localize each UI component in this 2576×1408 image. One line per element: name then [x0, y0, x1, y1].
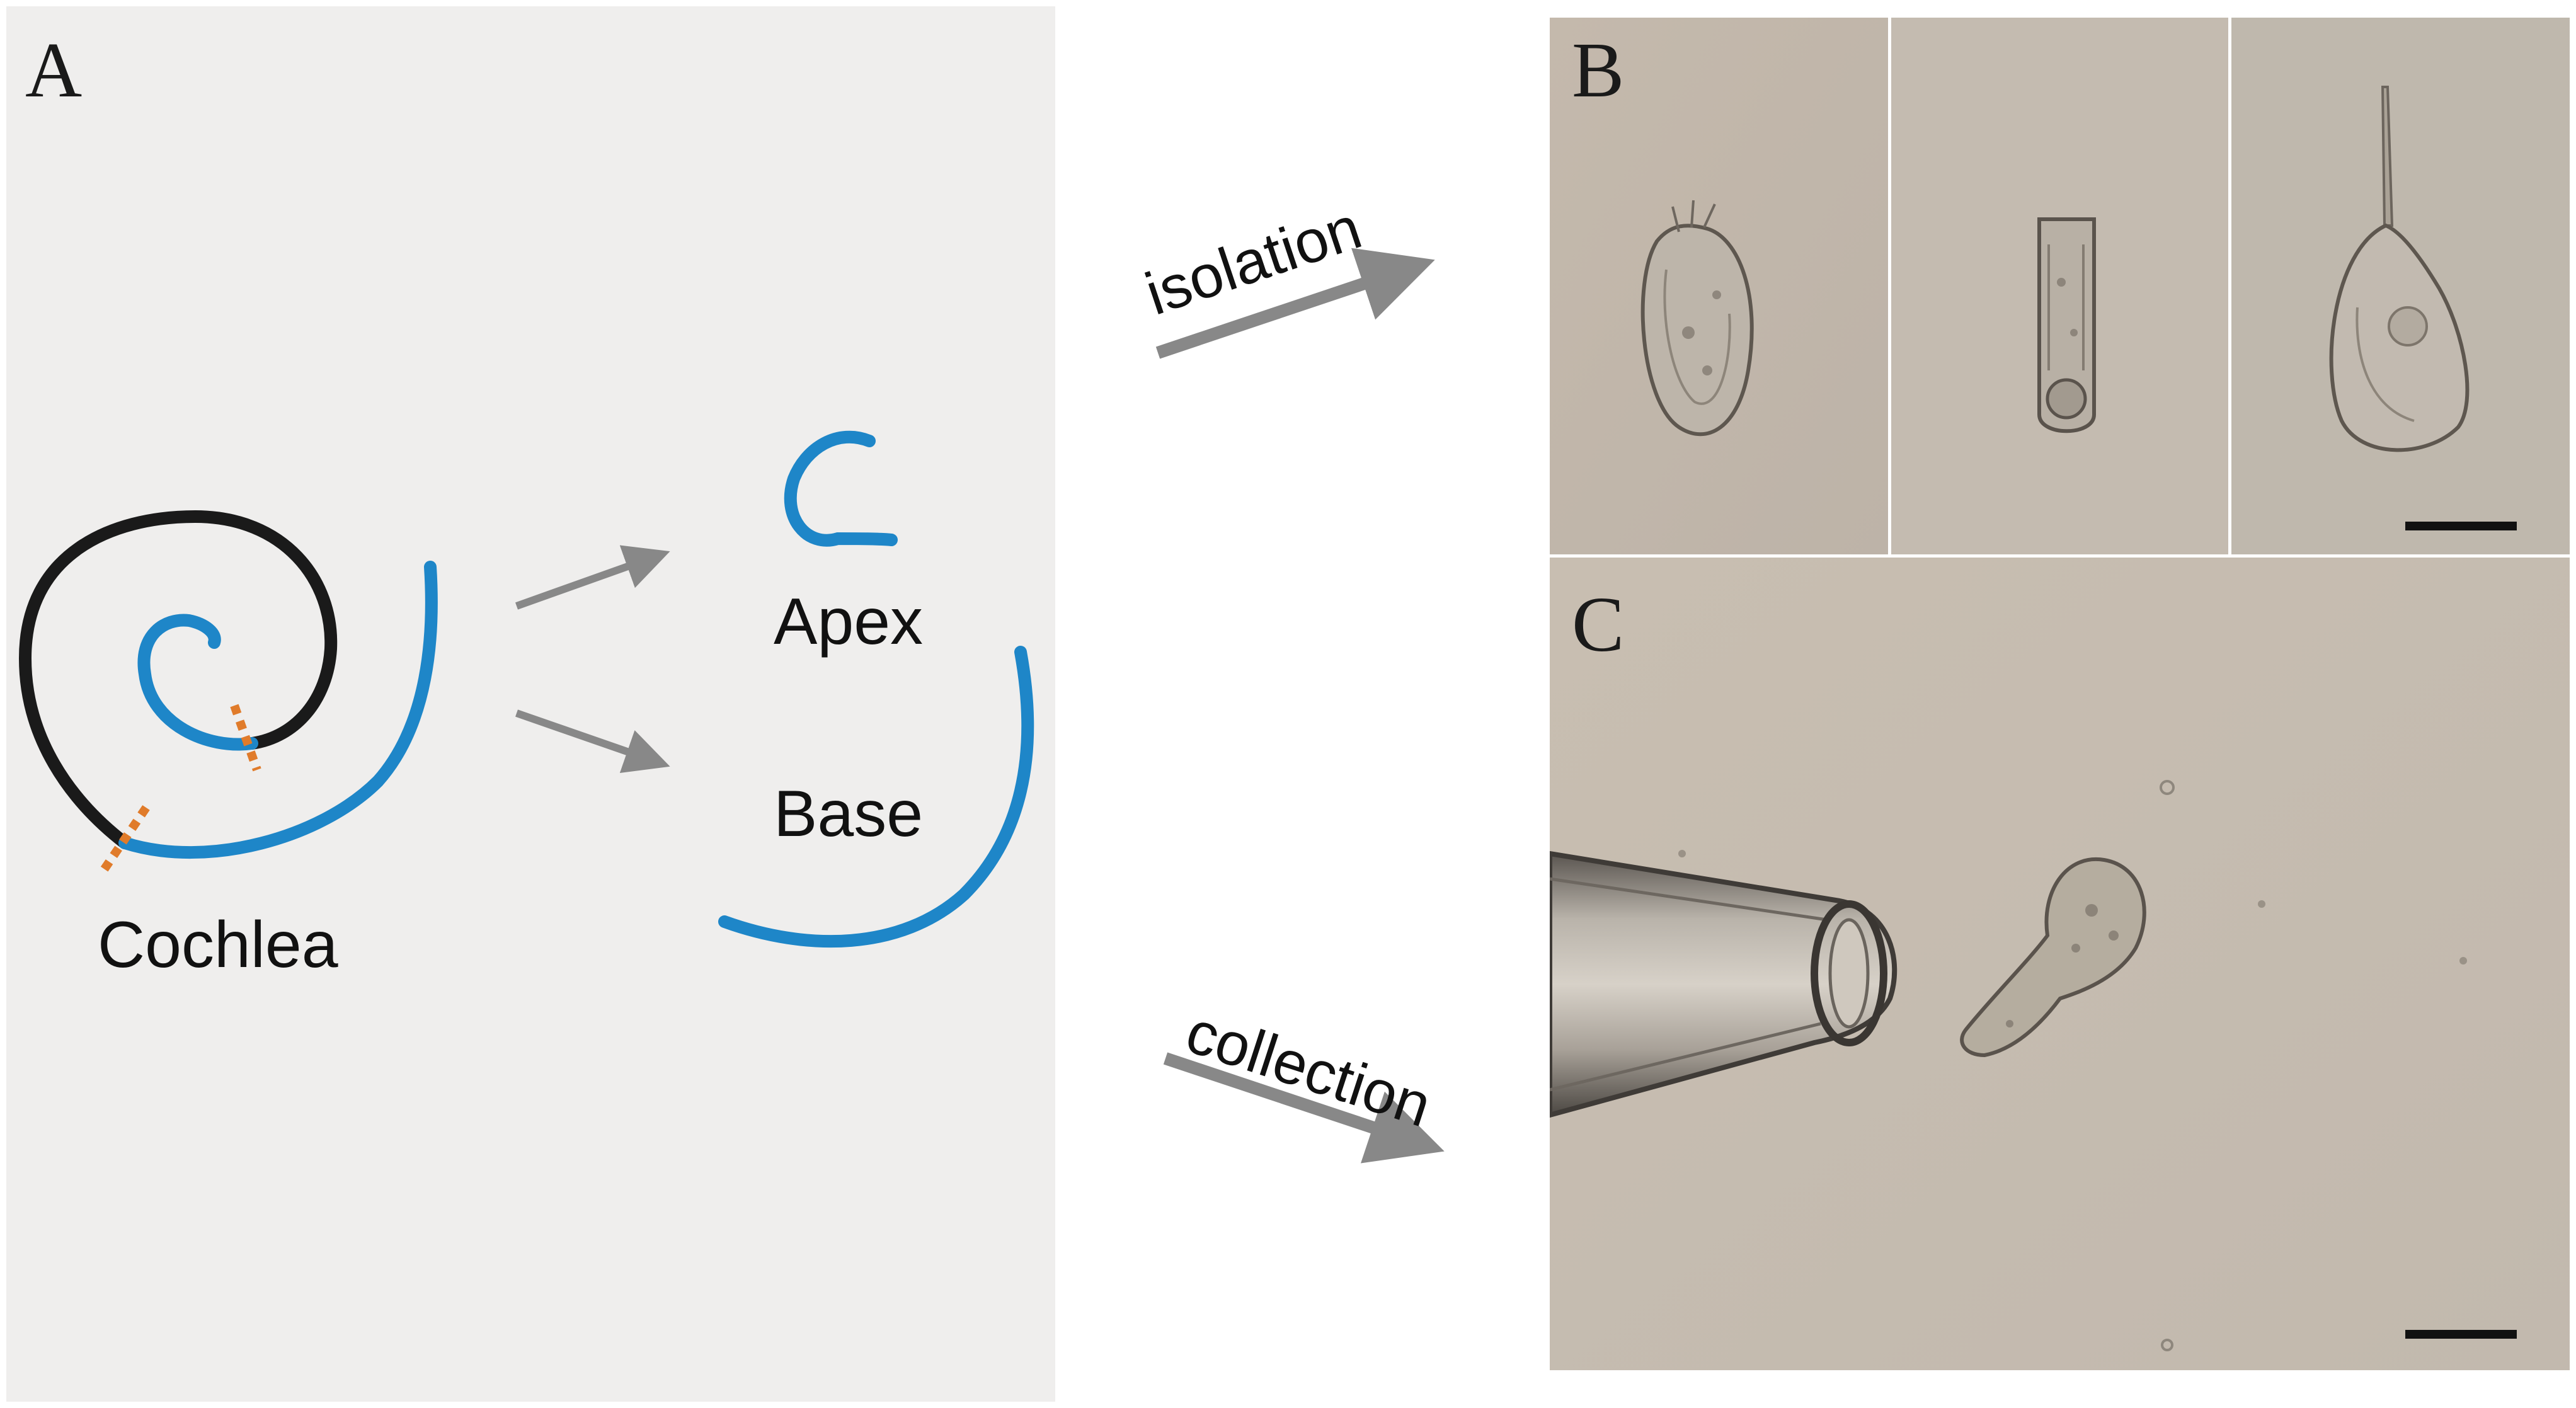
panel-a-background — [6, 6, 1055, 1402]
hair-cell-outline — [2037, 217, 2096, 433]
collected-hair-cell — [1960, 857, 2146, 1058]
micrograph-b3 — [2231, 18, 2570, 554]
apex-segment — [784, 430, 898, 547]
cut-mark-1 — [230, 704, 261, 772]
arrow-to-base — [515, 709, 670, 774]
micrograph-b1 — [1550, 18, 1888, 554]
spiral-outer-blue — [118, 561, 438, 859]
panel-letter-c: C — [1572, 581, 1625, 668]
cut-mark-2 — [100, 805, 150, 873]
arrow-to-apex — [515, 545, 670, 610]
base-label: Base — [774, 777, 924, 850]
micrograph-b2 — [1891, 18, 2228, 554]
panel-b-frame — [1547, 15, 2572, 557]
hair-cell-outline — [1640, 224, 1754, 437]
collection-arrow — [1163, 1052, 1445, 1164]
spiral-outer-black — [18, 510, 338, 849]
base-segment — [718, 646, 1034, 948]
apex-label: Apex — [774, 585, 924, 658]
cochlea-label: Cochlea — [98, 908, 338, 982]
spiral-inner-blue — [137, 614, 258, 751]
panel-letter-a: A — [25, 27, 83, 114]
panel-letter-b: B — [1572, 27, 1625, 114]
isolation-arrow — [1155, 248, 1435, 359]
micrograph-c — [1550, 558, 2570, 1370]
